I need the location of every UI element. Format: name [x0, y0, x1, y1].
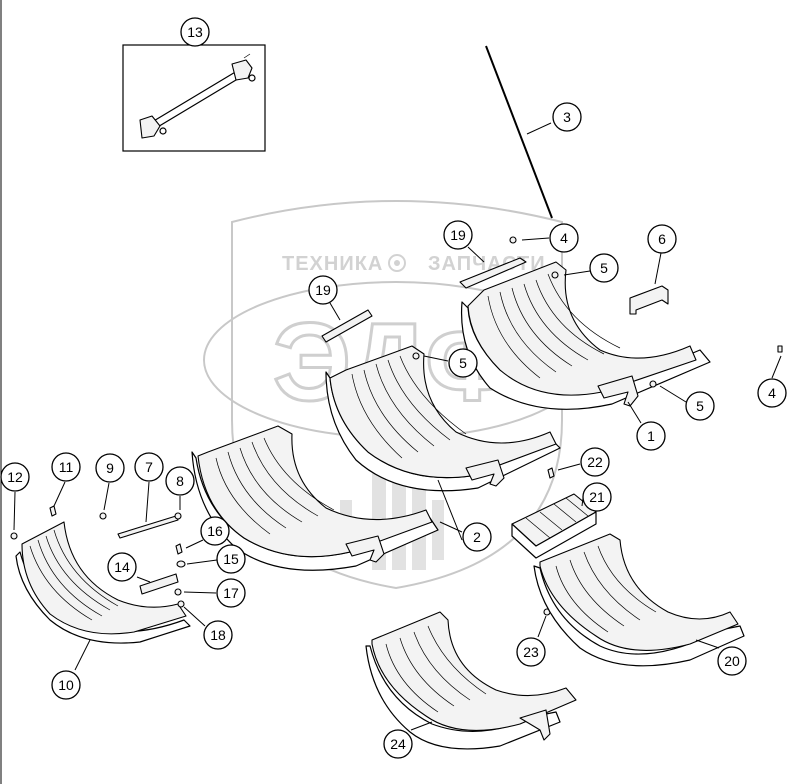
callout-1: 1	[636, 421, 666, 451]
callout-14: 14	[107, 552, 137, 582]
part-21-grate-block	[511, 493, 597, 559]
part-4-bolts	[509, 236, 783, 353]
callout-22: 22	[580, 447, 610, 477]
callout-12: 12	[0, 462, 30, 492]
svg-text:21: 21	[589, 489, 605, 505]
part-22-bolt	[547, 467, 555, 479]
callout-3: 3	[552, 102, 582, 132]
svg-text:11: 11	[59, 459, 74, 475]
watermark-right-text: ЗАПЧАСТИ	[428, 253, 546, 275]
svg-text:7: 7	[145, 459, 153, 475]
callout-13: 13	[180, 17, 210, 47]
callout-16: 16	[200, 516, 230, 546]
svg-text:24: 24	[390, 736, 406, 752]
part-24-perforated-concave	[365, 611, 577, 750]
leader-lines	[13, 45, 782, 731]
svg-text:16: 16	[207, 523, 223, 539]
part-6-clip	[629, 285, 669, 315]
part-13-shaft-inset	[122, 44, 266, 152]
callout-11: 11	[51, 452, 81, 482]
callout-9: 9	[95, 453, 125, 483]
svg-text:3: 3	[563, 109, 571, 125]
part-3-rod	[485, 45, 553, 219]
callout-5-middle: 5	[448, 348, 478, 378]
svg-text:6: 6	[658, 231, 666, 247]
part-2-concave-section-lower	[191, 425, 439, 571]
part-10-extension	[15, 521, 191, 644]
svg-text:20: 20	[724, 653, 740, 669]
svg-text:4: 4	[768, 385, 776, 401]
small-hardware	[10, 505, 551, 616]
svg-text:17: 17	[223, 585, 239, 601]
svg-text:8: 8	[176, 473, 184, 489]
svg-text:13: 13	[187, 24, 203, 40]
svg-text:14: 14	[114, 559, 130, 575]
part-20-perforated-concave	[533, 533, 745, 667]
callout-17: 17	[216, 578, 246, 608]
svg-text:2: 2	[473, 529, 481, 545]
callout-21: 21	[582, 482, 612, 512]
callout-4-upper: 4	[549, 223, 579, 253]
svg-text:5: 5	[600, 260, 608, 276]
svg-text:5: 5	[459, 355, 467, 371]
callout-6: 6	[647, 224, 677, 254]
callout-5-right: 5	[685, 391, 715, 421]
part-5-nuts	[412, 271, 657, 388]
svg-text:4: 4	[560, 230, 568, 246]
svg-text:1: 1	[647, 428, 655, 444]
callout-8: 8	[165, 466, 195, 496]
svg-text:5: 5	[696, 398, 704, 414]
gear-icon	[388, 254, 406, 272]
svg-text:15: 15	[223, 551, 239, 567]
callout-20: 20	[717, 646, 747, 676]
svg-text:9: 9	[106, 460, 114, 476]
callout-19-lower: 19	[308, 275, 338, 305]
callout-4-right: 4	[757, 378, 787, 408]
callout-2: 2	[462, 522, 492, 552]
svg-text:12: 12	[7, 469, 23, 485]
svg-text:19: 19	[450, 227, 466, 243]
svg-text:18: 18	[210, 627, 226, 643]
svg-text:19: 19	[315, 282, 331, 298]
part-1-concave-section	[460, 261, 711, 410]
callout-15: 15	[216, 544, 246, 574]
callout-10: 10	[51, 670, 81, 700]
callout-24: 24	[383, 729, 413, 759]
svg-text:23: 23	[523, 644, 539, 660]
svg-text:10: 10	[58, 677, 74, 693]
callout-19-upper: 19	[443, 220, 473, 250]
callout-7: 7	[134, 452, 164, 482]
watermark-left-text: ТЕХНИКА	[282, 253, 383, 275]
callout-5-upper: 5	[589, 253, 619, 283]
part-2-concave-section-middle	[325, 345, 561, 492]
svg-text:22: 22	[587, 454, 603, 470]
callout-18: 18	[203, 620, 233, 650]
callout-23: 23	[516, 637, 546, 667]
part-19-plates	[321, 257, 527, 343]
callouts: 13 3 19 4 5 6 19 5 5 4 1 22 21 2 12 11 9…	[0, 17, 787, 759]
